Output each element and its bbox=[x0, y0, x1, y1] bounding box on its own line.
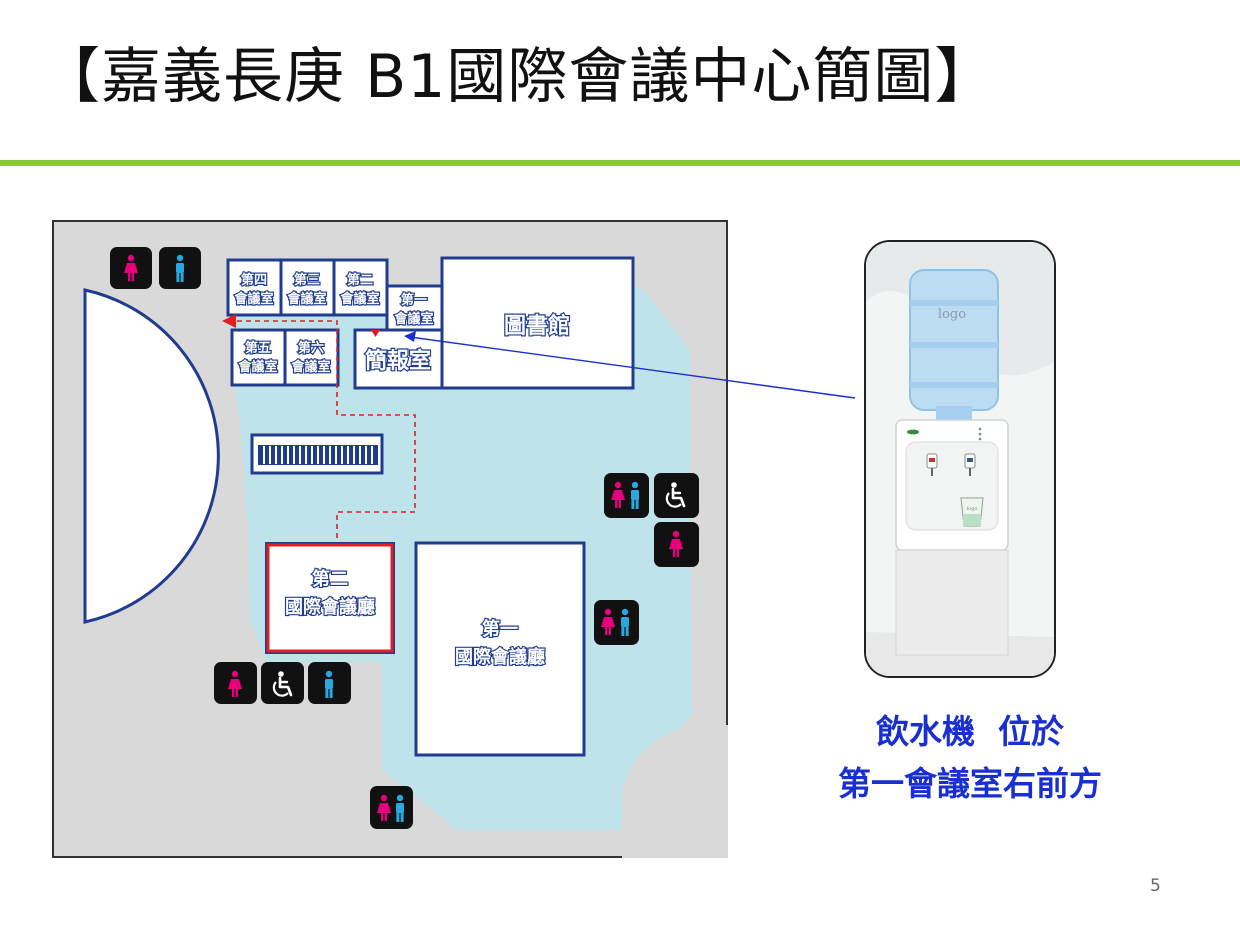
restroom-group-bottom-left bbox=[214, 662, 351, 704]
svg-text:會議室: 會議室 bbox=[287, 291, 326, 307]
caption-line-2: 第一會議室右前方 bbox=[838, 764, 1102, 803]
water-cup: logo bbox=[960, 497, 984, 527]
restroom-group-right bbox=[604, 473, 699, 567]
route-arrow-head bbox=[222, 314, 236, 328]
svg-text:logo: logo bbox=[967, 506, 978, 512]
svg-text:第三: 第三 bbox=[294, 272, 320, 288]
library: 圖書館 bbox=[440, 256, 635, 390]
escalator bbox=[250, 433, 384, 475]
svg-text:第五: 第五 bbox=[245, 340, 271, 356]
meeting-room-5: 第五 會議室 bbox=[230, 328, 287, 387]
page-number: 5 bbox=[1150, 876, 1161, 896]
dispenser-body: logo bbox=[895, 419, 1009, 656]
svg-text:第六: 第六 bbox=[298, 340, 324, 356]
water-dispenser-frame: logo logo bbox=[864, 240, 1056, 678]
svg-text:圖書館: 圖書館 bbox=[504, 313, 570, 339]
briefing-room: 簡報室 bbox=[353, 328, 444, 390]
svg-text:會議室: 會議室 bbox=[238, 359, 277, 375]
meeting-room-3: 第三 會議室 bbox=[279, 258, 336, 317]
outer-corner bbox=[622, 725, 728, 858]
restroom-unisex-mid-right bbox=[594, 600, 639, 645]
water-dispenser-illustration: logo logo bbox=[866, 242, 1054, 676]
route-start-marker bbox=[371, 330, 380, 337]
meeting-room-6: 第六 會議室 bbox=[283, 328, 340, 387]
semicircle-hall bbox=[83, 288, 220, 624]
route-path bbox=[232, 320, 416, 538]
bottle-logo: logo bbox=[938, 307, 966, 322]
svg-text:第一: 第一 bbox=[401, 292, 427, 308]
svg-text:國際會議廳: 國際會議廳 bbox=[285, 596, 375, 618]
title-divider bbox=[0, 160, 1240, 166]
intl-hall-2: 第二 國際會議廳 bbox=[265, 542, 395, 654]
restroom-unisex-bottom bbox=[370, 786, 413, 829]
meeting-room-4: 第四 會議室 bbox=[226, 258, 283, 317]
svg-text:第四: 第四 bbox=[241, 272, 267, 288]
caption-line-1: 飲水機 位於 bbox=[876, 712, 1064, 751]
svg-text:國際會議廳: 國際會議廳 bbox=[455, 646, 545, 668]
water-bottle: logo bbox=[909, 269, 999, 420]
accessible-restroom-icon bbox=[654, 473, 699, 518]
cold-tap bbox=[964, 453, 976, 476]
restroom-group-top-left bbox=[110, 247, 201, 289]
dispenser-caption: 飲水機 位於 第一會議室右前方 bbox=[790, 706, 1150, 810]
svg-text:會議室: 會議室 bbox=[234, 291, 273, 307]
page-title: 【嘉義長庚 B1國際會議中心簡圖】 bbox=[40, 42, 996, 112]
intl-hall-1: 第一 國際會議廳 bbox=[414, 541, 586, 757]
svg-text:簡報室: 簡報室 bbox=[365, 348, 431, 374]
floor-map: 第四 會議室 第三 會議室 第二 會議室 第一 會議室 第五 會議室 第六 會議… bbox=[52, 220, 728, 858]
svg-text:第二: 第二 bbox=[347, 272, 373, 288]
svg-text:會議室: 會議室 bbox=[394, 311, 433, 327]
meeting-room-2: 第二 會議室 bbox=[332, 258, 389, 317]
svg-text:會議室: 會議室 bbox=[340, 291, 379, 307]
svg-text:第一: 第一 bbox=[482, 618, 518, 640]
svg-text:會議室: 會議室 bbox=[291, 359, 330, 375]
svg-text:第二: 第二 bbox=[312, 568, 348, 590]
hot-tap bbox=[926, 453, 938, 476]
meeting-room-1: 第一 會議室 bbox=[385, 284, 444, 332]
